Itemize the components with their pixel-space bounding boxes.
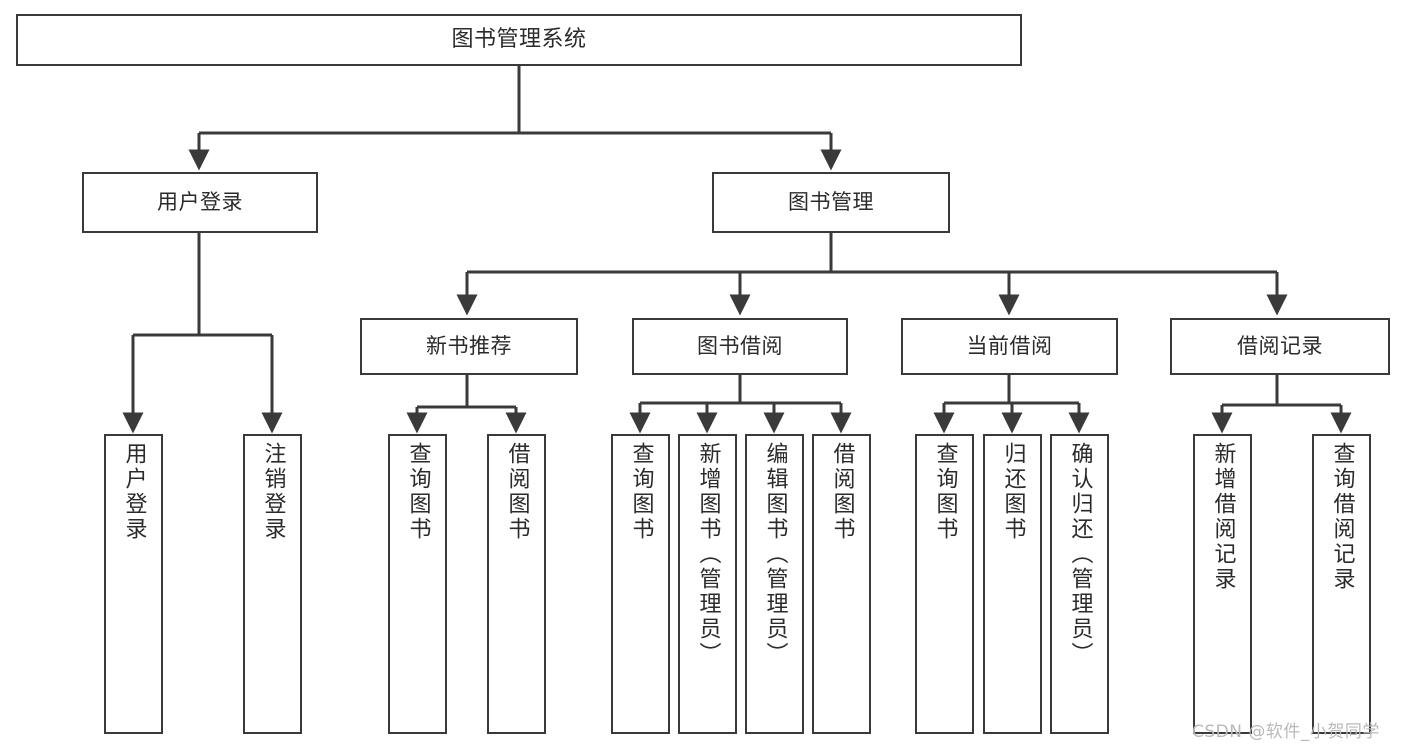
node-book-borrow[interactable]: 图书借阅 xyxy=(632,318,848,375)
node-label: 确认归还（管理员） xyxy=(1067,442,1093,667)
node-leaf-confirm-return[interactable]: 确认归还（管理员） xyxy=(1050,434,1109,734)
node-leaf-add-book[interactable]: 新增图书（管理员） xyxy=(678,434,737,734)
node-leaf-borrow-book-2[interactable]: 借阅图书 xyxy=(812,434,871,734)
node-leaf-query-book-1[interactable]: 查询图书 xyxy=(388,434,447,734)
node-label: 新增图书（管理员） xyxy=(695,442,721,667)
node-borrow-record[interactable]: 借阅记录 xyxy=(1170,318,1390,375)
node-new-book-recommend[interactable]: 新书推荐 xyxy=(360,318,578,375)
node-label: 图书借阅 xyxy=(697,333,783,358)
node-label: 注销登录 xyxy=(260,442,286,542)
node-label: 借阅图书 xyxy=(504,442,530,542)
node-label: 当前借阅 xyxy=(966,333,1053,358)
node-label: 用户登录 xyxy=(157,189,243,214)
node-label: 借阅图书 xyxy=(829,442,855,542)
node-label: 归还图书 xyxy=(1000,442,1026,542)
node-current-borrow[interactable]: 当前借阅 xyxy=(901,318,1118,375)
node-label: 查询图书 xyxy=(628,442,654,542)
node-label: 新增借阅记录 xyxy=(1210,442,1236,592)
node-leaf-add-record[interactable]: 新增借阅记录 xyxy=(1193,434,1252,734)
node-label: 图书管理 xyxy=(788,189,874,214)
node-label: 编辑图书（管理员） xyxy=(762,442,788,667)
node-leaf-query-record[interactable]: 查询借阅记录 xyxy=(1312,434,1371,734)
node-leaf-user-login[interactable]: 用户登录 xyxy=(104,434,163,734)
node-leaf-query-book-3[interactable]: 查询图书 xyxy=(915,434,974,734)
node-leaf-edit-book[interactable]: 编辑图书（管理员） xyxy=(745,434,804,734)
node-leaf-logout[interactable]: 注销登录 xyxy=(243,434,302,734)
node-root-system[interactable]: 图书管理系统 xyxy=(16,14,1022,66)
node-leaf-return-book[interactable]: 归还图书 xyxy=(983,434,1042,734)
csdn-watermark: CSDN @软件_小贺同学 xyxy=(1192,722,1380,742)
node-label: 查询图书 xyxy=(932,442,958,542)
node-book-manage[interactable]: 图书管理 xyxy=(712,172,950,233)
node-label: 查询借阅记录 xyxy=(1329,442,1355,592)
node-label: 借阅记录 xyxy=(1237,333,1323,358)
node-user-login[interactable]: 用户登录 xyxy=(82,172,318,233)
node-leaf-borrow-book-1[interactable]: 借阅图书 xyxy=(487,434,546,734)
node-label: 查询图书 xyxy=(405,442,431,542)
node-label: 图书管理系统 xyxy=(451,26,587,52)
node-leaf-query-book-2[interactable]: 查询图书 xyxy=(611,434,670,734)
node-label: 新书推荐 xyxy=(426,333,512,358)
node-label: 用户登录 xyxy=(121,442,147,542)
